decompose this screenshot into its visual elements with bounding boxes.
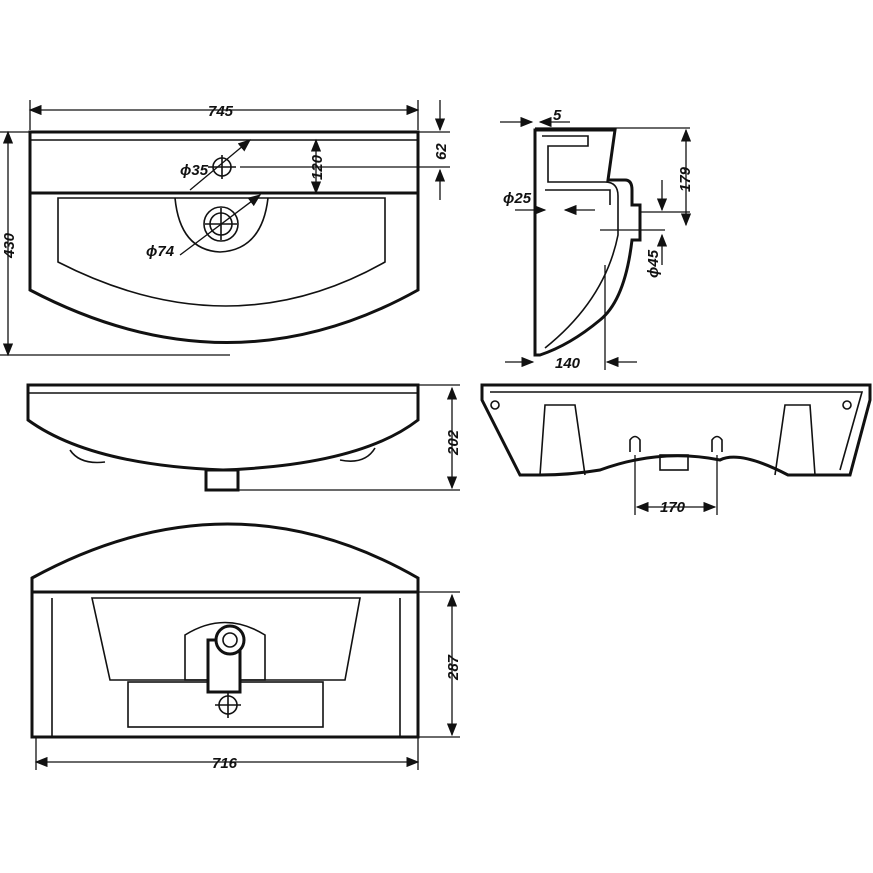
- dim-outlet-dia: ϕ45: [645, 249, 662, 278]
- dim-bottom-depth: 287: [445, 654, 462, 681]
- dim-front-height: 202: [445, 429, 462, 456]
- dim-tap-offset: 62: [433, 143, 450, 160]
- dim-wall-thickness: 5: [553, 107, 562, 124]
- dim-deck-depth: 120: [309, 154, 326, 180]
- dim-section-depth: 140: [555, 355, 581, 372]
- dim-top-depth: 430: [1, 232, 18, 259]
- top-view: 745 430 62 120 ϕ35 ϕ74: [0, 100, 450, 357]
- dim-drain-hole: ϕ74: [146, 243, 175, 260]
- side-section: 5 179 ϕ25 ϕ45 140: [500, 107, 694, 372]
- rear-view: 170: [480, 383, 872, 516]
- tap-hole-icon: [208, 155, 236, 179]
- dim-bottom-width: 716: [212, 755, 238, 772]
- bottom-drain-icon: [215, 692, 241, 718]
- dim-section-height: 179: [677, 166, 694, 192]
- dim-tap-hole: ϕ35: [180, 162, 209, 179]
- front-view: 202: [26, 383, 462, 492]
- bottom-view: 287 716: [30, 522, 462, 772]
- dim-mount-spacing: 170: [660, 499, 686, 516]
- dim-overflow-dia: ϕ25: [503, 190, 532, 207]
- dim-top-width: 745: [208, 103, 234, 120]
